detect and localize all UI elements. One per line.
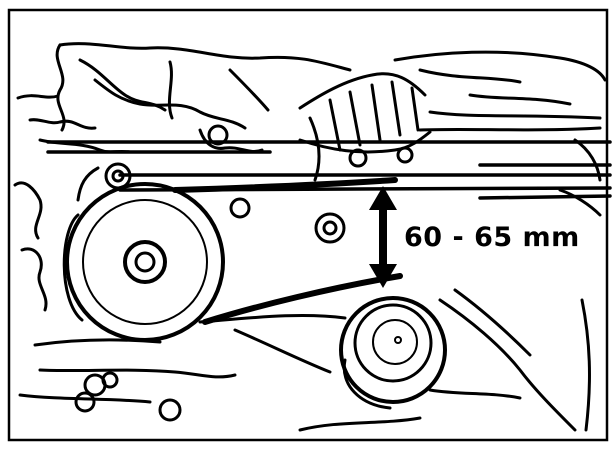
arrow-head-up: [369, 186, 397, 210]
deflection-label: 60 - 65 mm: [404, 222, 580, 253]
drive-belt: [172, 177, 403, 325]
bolts: [74, 124, 346, 422]
alternator-pulley: [62, 166, 225, 342]
lower-frame: [18, 288, 577, 432]
tensioner-rod: [46, 140, 612, 200]
arrow-head-down: [369, 264, 397, 288]
deflection-arrow: [369, 186, 397, 288]
finned-housing: [298, 72, 432, 182]
diagram-frame: [7, 8, 609, 442]
crankshaft-pulley: [339, 296, 447, 410]
right-housing: [393, 50, 607, 432]
